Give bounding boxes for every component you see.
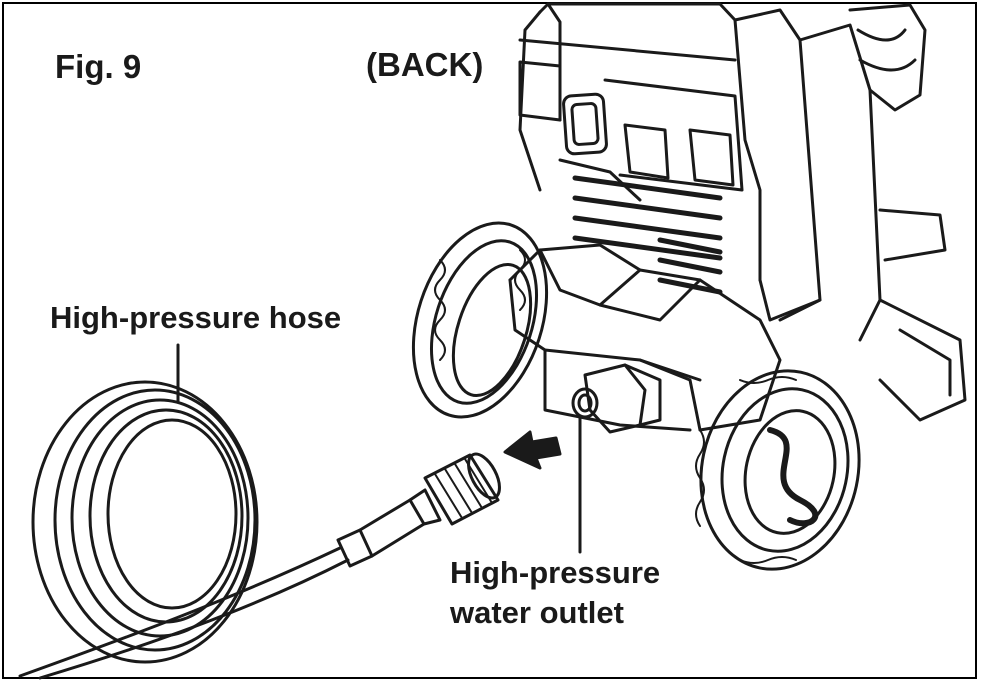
hose-coil [31, 380, 259, 664]
washer-body [508, 2, 967, 434]
view-label: (BACK) [366, 46, 484, 83]
outlet-label-line2: water outlet [450, 595, 624, 630]
hose-line [18, 452, 501, 680]
outlet-label: High-pressure water outlet [450, 553, 660, 633]
arrow-left-icon [503, 430, 562, 470]
outlet-label-line1: High-pressure [450, 555, 661, 590]
left-wheel [411, 221, 549, 419]
right-wheel [695, 369, 861, 571]
figure-number: Fig. 9 [55, 48, 142, 85]
hose-label: High-pressure hose [50, 300, 342, 335]
